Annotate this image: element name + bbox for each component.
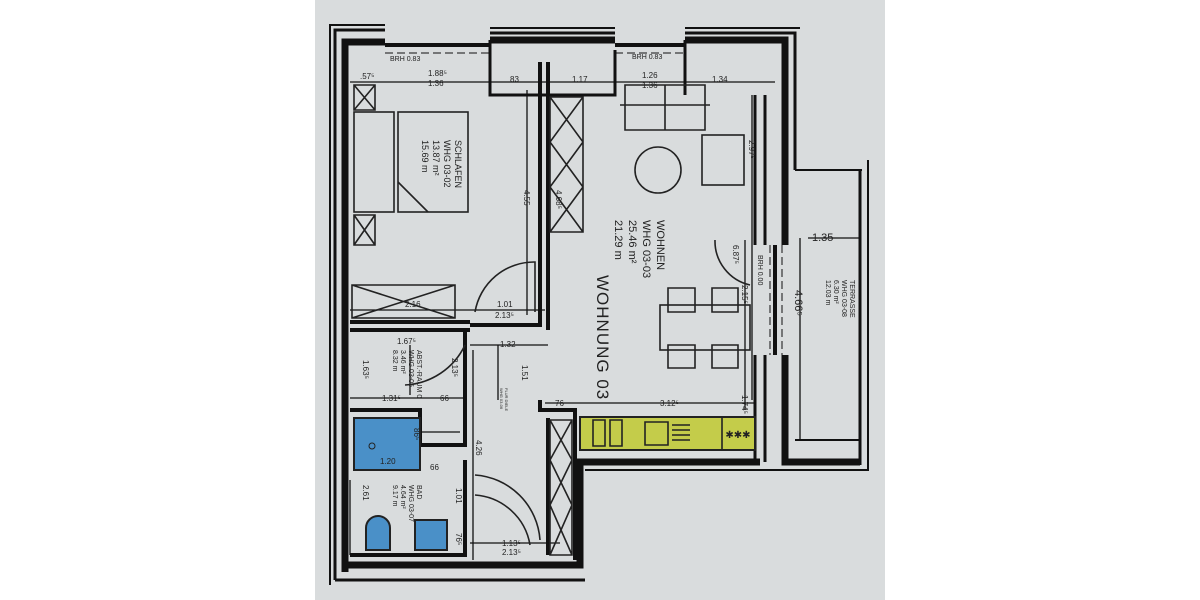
dim-label: 66 bbox=[440, 394, 449, 403]
dim-label: 1.51 bbox=[520, 365, 529, 381]
room-area-abst: 3.46 m² bbox=[399, 350, 406, 374]
room-name-flur: FLUR DIELE bbox=[504, 388, 509, 411]
dim-label: 1.13⁵ bbox=[502, 539, 521, 548]
furniture: ✱✱✱ bbox=[351, 84, 756, 556]
dim-label: 2.13⁵ bbox=[502, 548, 521, 557]
bedroom-shelf bbox=[351, 284, 456, 319]
bed-blanket bbox=[397, 111, 469, 213]
room-perimeter-wohnen: 21.29 m bbox=[612, 220, 624, 260]
dim-label: 76⁵ bbox=[454, 533, 463, 545]
room-area-bad: 4.64 m² bbox=[399, 485, 406, 509]
room-id-abst: WHG 03-05 bbox=[407, 350, 414, 387]
dining-table bbox=[659, 304, 751, 351]
storage-door bbox=[404, 344, 466, 386]
stove-burners-icon: ✱✱✱ bbox=[725, 430, 750, 441]
room-id-wohnen: WHG 03-03 bbox=[640, 220, 652, 278]
room-name-bad: BAD bbox=[415, 485, 422, 499]
toilet bbox=[365, 515, 391, 551]
dim-label: 4.26 bbox=[474, 440, 483, 456]
dim-label: 2.61 bbox=[361, 485, 370, 501]
room-perimeter-abst: 8.32 m bbox=[391, 350, 398, 372]
window-labels: BRH 0.83 BRH 0.83 BRH 0.00 bbox=[390, 54, 763, 285]
dim-label: 4.66⁵ bbox=[792, 290, 804, 316]
terrace-door bbox=[714, 239, 751, 286]
dim-label: 1.20 bbox=[380, 457, 396, 466]
room-name-terrasse: TERRASSE bbox=[848, 280, 855, 318]
dining-chairs bbox=[667, 287, 739, 369]
dim-label: 3.12⁵ bbox=[660, 399, 679, 408]
shower bbox=[353, 417, 421, 471]
apartment-label: WOHNUNG 03 bbox=[593, 275, 612, 400]
dim-label: 1.67⁵ bbox=[397, 337, 416, 346]
bedroom-door bbox=[474, 261, 536, 313]
armchair bbox=[701, 134, 745, 186]
dim-label: 1.31⁵ bbox=[382, 394, 401, 403]
room-id-schlafen: WHG 03-02 bbox=[442, 140, 452, 188]
sofa bbox=[620, 84, 710, 131]
dimension-labels: .57⁵ 1.88⁵ 1.36 83 1.17 1.26 1.36 1.34 4… bbox=[360, 69, 833, 557]
entry-cabinet bbox=[549, 419, 573, 556]
dim-label: 4.68⁵ bbox=[554, 190, 563, 209]
dim-label: 83 bbox=[510, 75, 519, 84]
dim-label: 2.15⁵ bbox=[740, 285, 749, 304]
room-perimeter-bad: 9.17 m bbox=[391, 485, 398, 507]
dim-label: .57⁵ bbox=[360, 72, 374, 81]
dim-label: 66 bbox=[430, 463, 439, 472]
wardrobe bbox=[549, 96, 584, 233]
entry-door bbox=[474, 474, 541, 546]
room-id-bad: WHG 03-07 bbox=[407, 485, 414, 522]
room-area-schlafen: 13.87 m² bbox=[431, 140, 441, 176]
dim-label: 76 bbox=[555, 399, 564, 408]
dim-label: 1.26 bbox=[642, 71, 658, 80]
dim-label: 1.63⁵ bbox=[361, 360, 370, 379]
dim-label: 2.16 bbox=[405, 300, 421, 309]
window-label: BRH 0.83 bbox=[390, 56, 420, 63]
room-id-flur: WHG 03-06 bbox=[499, 388, 504, 410]
dim-label: 1.74⁵ bbox=[740, 395, 749, 414]
dim-label: 6.87⁵ bbox=[731, 245, 740, 264]
room-labels: SCHLAFEN WHG 03-02 13.87 m² 15.69 m WOHN… bbox=[391, 140, 855, 522]
room-area-terrasse: 6.30 m² bbox=[832, 280, 839, 304]
dimension-lines bbox=[349, 81, 860, 560]
washbasin bbox=[414, 519, 448, 551]
dim-label: 1.17 bbox=[572, 75, 588, 84]
dim-label: 1.88⁵ bbox=[428, 69, 447, 78]
dim-label: 1.35 bbox=[812, 232, 833, 244]
window-label: BRH 0.83 bbox=[632, 54, 662, 61]
coffee-table bbox=[634, 146, 682, 194]
walls bbox=[329, 24, 869, 585]
dim-label: 1.32 bbox=[500, 340, 516, 349]
room-perimeter-schlafen: 15.69 m bbox=[420, 140, 430, 173]
dim-label: 1.36 bbox=[428, 79, 444, 88]
dim-label: 86⁵ bbox=[412, 428, 421, 440]
dim-label: 2.13⁵ bbox=[450, 358, 459, 377]
room-name-wohnen: WOHNEN bbox=[654, 220, 666, 270]
room-name-abst: ABST.-RAUM 0 bbox=[415, 350, 422, 398]
room-name-schlafen: SCHLAFEN bbox=[453, 140, 463, 188]
dim-label: 1.34 bbox=[712, 75, 728, 84]
nightstands bbox=[353, 84, 376, 246]
dim-label: 2.97⁵ bbox=[747, 140, 756, 159]
bed bbox=[353, 111, 395, 213]
room-area-wohnen: 25.46 m² bbox=[626, 220, 638, 264]
dim-label: 1.01 bbox=[454, 488, 463, 504]
room-id-terrasse: WHG 03-08 bbox=[840, 280, 847, 317]
dim-label: 2.13⁵ bbox=[495, 311, 514, 320]
dim-label: 1.01 bbox=[497, 300, 513, 309]
room-perimeter-terrasse: 12.03 m bbox=[824, 280, 831, 305]
window-label: BRH 0.00 bbox=[756, 255, 763, 285]
dim-label: 1.36 bbox=[642, 81, 658, 90]
dim-label: 4.55 bbox=[522, 190, 531, 206]
